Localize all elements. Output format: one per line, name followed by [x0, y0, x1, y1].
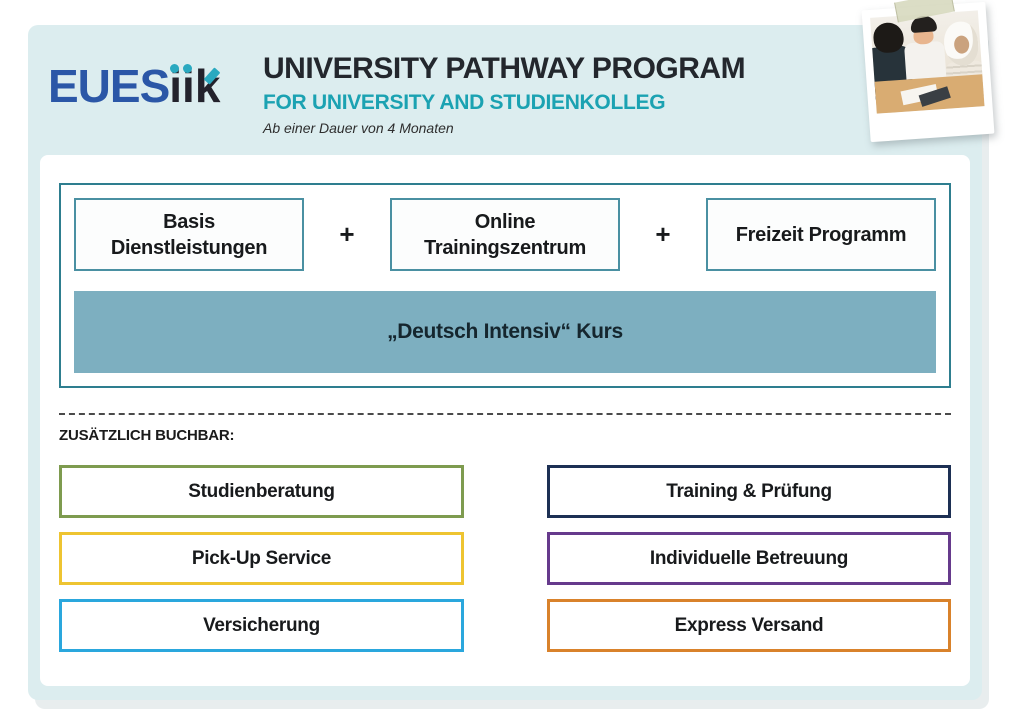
page-title: UNIVERSITY PATHWAY PROGRAM	[263, 52, 746, 85]
deutsch-intensiv-kurs-band: „Deutsch Intensiv“ Kurs	[74, 291, 936, 373]
addon-pick-up-service: Pick-Up Service	[59, 532, 464, 585]
addon-versicherung: Versicherung	[59, 599, 464, 652]
addons-heading: ZUSÄTZLICH BUCHBAR:	[59, 427, 235, 444]
plus-sign: +	[339, 219, 355, 249]
bundle-item-basis-dienstleistungen: Basis Dienstleistungen	[74, 198, 304, 271]
addon-studienberatung: Studienberatung	[59, 465, 464, 518]
students-photo	[870, 10, 985, 114]
addon-individuelle-betreuung: Individuelle Betreuung	[547, 532, 951, 585]
addon-express-versand: Express Versand	[547, 599, 951, 652]
bundle-item-online-trainingszentrum: Online Trainingszentrum	[390, 198, 620, 271]
logo-text-k: k	[194, 60, 221, 112]
logo-text-ii: ii	[169, 60, 195, 112]
bundle-row: Basis Dienstleistungen + Online Training…	[74, 198, 936, 271]
bundle-item-freizeit-programm: Freizeit Programm	[706, 198, 936, 271]
addon-training-pruefung: Training & Prüfung	[547, 465, 951, 518]
header-titles: UNIVERSITY PATHWAY PROGRAM FOR UNIVERSIT…	[263, 52, 746, 136]
photo-person-center-body	[903, 40, 947, 80]
dashed-divider	[59, 413, 951, 415]
program-card: EUESiik UNIVERSITY PATHWAY PROGRAM FOR U…	[28, 25, 982, 700]
euesiik-logo: EUESiik	[48, 60, 221, 112]
logo-text-eues: EUES	[48, 60, 170, 112]
photo-person-left-hair	[872, 21, 905, 54]
page-subtitle: FOR UNIVERSITY AND STUDIENKOLLEG	[263, 90, 666, 114]
duration-note: Ab einer Dauer von 4 Monaten	[263, 119, 454, 136]
plus-sign: +	[655, 219, 671, 249]
addons-grid: Studienberatung Training & Prüfung Pick-…	[59, 465, 951, 652]
program-bundle-box: Basis Dienstleistungen + Online Training…	[59, 183, 951, 388]
students-photo-polaroid	[861, 0, 995, 143]
content-panel: Basis Dienstleistungen + Online Training…	[40, 155, 970, 686]
